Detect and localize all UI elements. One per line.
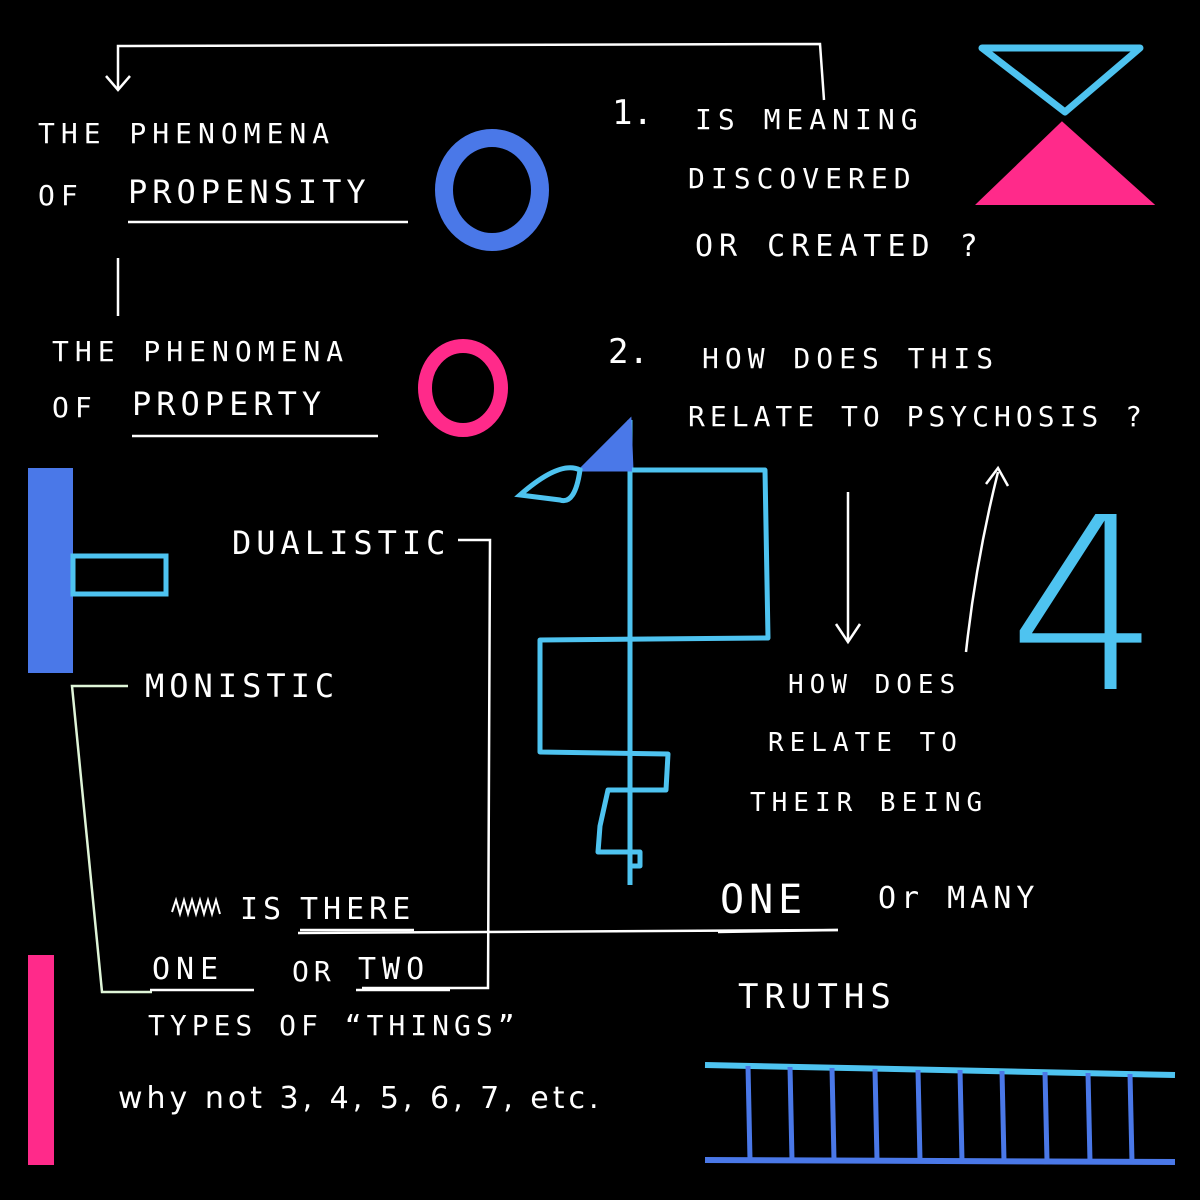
blue-t-arm: [70, 553, 169, 597]
top-loop-connector: [116, 42, 826, 101]
question-1-line1: IS MEANING: [695, 103, 924, 136]
or-many-label: Or MANY: [878, 881, 1040, 916]
or-word: OR: [292, 955, 336, 988]
maze-flag-hook: [514, 465, 583, 504]
propensity-of: OF: [38, 179, 84, 212]
question-2-line2: RELATE TO PSYCHOSIS ?: [688, 400, 1148, 433]
ladder-rung: [915, 1069, 923, 1162]
ladder-top-rail: [704, 1062, 1176, 1078]
dualistic-label: DUALISTIC: [232, 524, 451, 562]
why-not-line: why not 3, 4, 5, 6, 7, etc.: [118, 1081, 603, 1116]
one-word: ONE: [152, 952, 225, 987]
property-of: OF: [52, 391, 98, 424]
question-1-line2: DISCOVERED: [688, 162, 917, 195]
ladder-rung: [999, 1070, 1007, 1162]
property-line1: THE PHENOMENA: [52, 335, 350, 368]
ladder-bottom-rail: [704, 1157, 1176, 1165]
types-of-things-line: TYPES OF “THINGS”: [148, 1009, 520, 1042]
property-word: PROPERTY: [132, 385, 327, 423]
propensity-word: PROPENSITY: [128, 173, 371, 211]
ladder-rung: [787, 1066, 795, 1161]
scribble-mark: [171, 896, 221, 918]
is-there-prefix: IS: [240, 892, 287, 927]
monistic-bracket: [70, 684, 152, 994]
how-does-line1: HOW DOES: [788, 670, 962, 700]
hourglass-top-triangle: [978, 44, 1144, 116]
question-2-number: 2.: [608, 332, 649, 372]
ladder-rung: [745, 1065, 753, 1161]
top-loop-arrowhead: [105, 75, 131, 92]
truths-label: TRUTHS: [738, 977, 897, 1017]
how-does-line3: THEIR BEING: [750, 788, 989, 818]
how-does-line2: RELATE TO: [768, 728, 963, 758]
question-1-number: 1.: [612, 93, 653, 133]
ladder-rung: [872, 1068, 880, 1161]
one-many-word: ONE: [720, 877, 808, 923]
big-number-four: 4: [1008, 466, 1161, 746]
ladder-rung: [1085, 1072, 1093, 1163]
blue-ring: [435, 129, 549, 251]
propensity-line1: THE PHENOMENA: [38, 117, 336, 150]
dualistic-bracket: [362, 538, 492, 990]
ladder-rung: [829, 1067, 837, 1161]
monistic-label: MONISTIC: [145, 667, 340, 705]
question-2-line1: HOW DOES THIS: [702, 342, 1000, 375]
hourglass-bottom-triangle: [975, 121, 1156, 205]
pink-ring: [418, 339, 508, 437]
maze-path: [537, 467, 771, 869]
ladder-rung: [1127, 1073, 1135, 1163]
pink-bar: [28, 955, 54, 1165]
up-arrow-head: [985, 465, 1010, 487]
question-1-line3: OR CREATED ?: [695, 229, 984, 264]
up-arrow-shaft: [964, 471, 1000, 653]
down-arrow-head: [834, 623, 862, 645]
two-word: TWO: [358, 952, 431, 987]
is-there-word: THERE: [300, 892, 416, 927]
ladder-rung: [957, 1069, 965, 1162]
one-many-underline: [717, 928, 839, 934]
ladder-rung: [1042, 1071, 1050, 1162]
blue-t-bar: [28, 468, 73, 673]
blue-ladder: [704, 1062, 1176, 1165]
maze-flag-top: [576, 416, 634, 472]
